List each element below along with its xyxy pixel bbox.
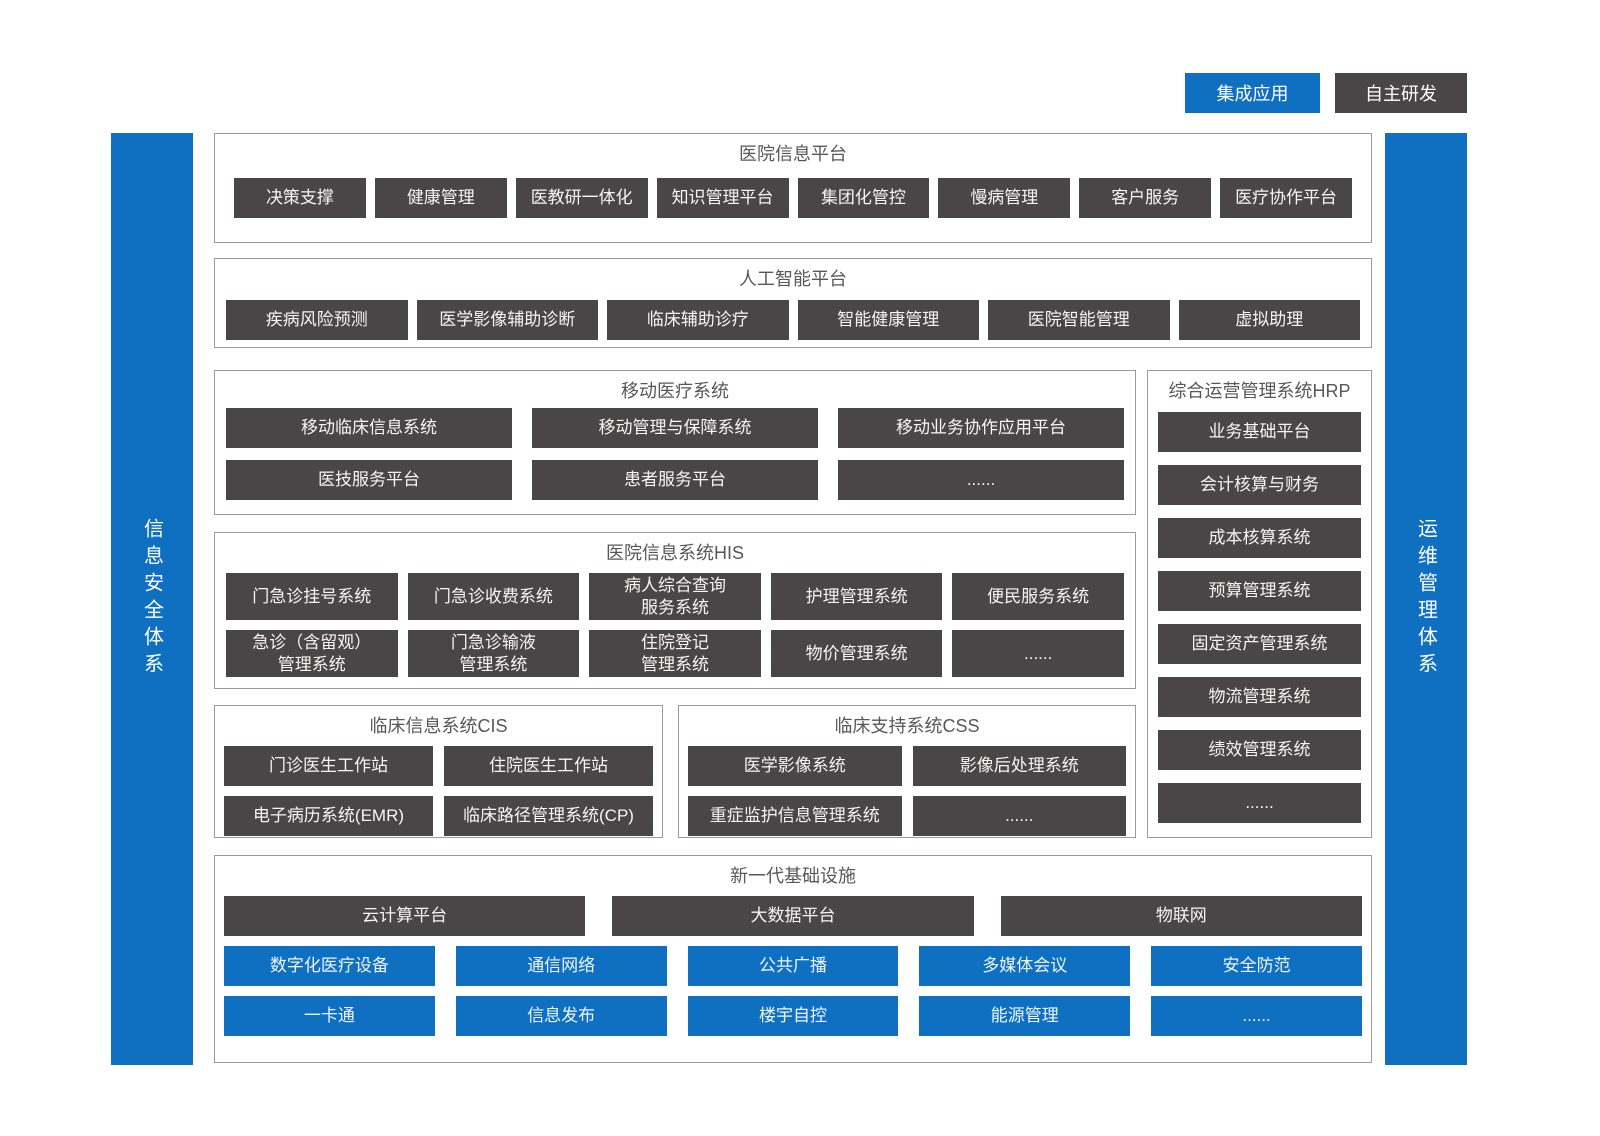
info-security-label: 信息安全体系 (140, 518, 163, 680)
module-row: 电子病历系统(EMR) 临床路径管理系统(CP) (215, 796, 662, 836)
module-box: ...... (1158, 783, 1361, 823)
section-hospital-info-platform: 医院信息平台 决策支撑 健康管理 医教研一体化 知识管理平台 集团化管控 慢病管… (214, 133, 1372, 243)
module-row: 急诊（含留观） 管理系统 门急诊输液 管理系统 住院登记 管理系统 物价管理系统… (215, 630, 1135, 677)
module-box: 临床路径管理系统(CP) (444, 796, 653, 836)
module-box: 预算管理系统 (1158, 571, 1361, 611)
module-box: 住院登记 管理系统 (589, 630, 761, 677)
section-title: 新一代基础设施 (730, 866, 856, 886)
module-box: ...... (912, 796, 1126, 836)
module-row: 数字化医疗设备 通信网络 公共广播 多媒体会议 安全防范 (215, 946, 1371, 986)
module-box: 门急诊收费系统 (407, 573, 580, 620)
module-box: 健康管理 (374, 178, 507, 218)
module-box: 信息发布 (455, 996, 667, 1036)
section-ai-platform: 人工智能平台 疾病风险预测 医学影像辅助诊断 临床辅助诊疗 智能健康管理 医院智… (214, 258, 1372, 348)
module-box: 疾病风险预测 (226, 300, 408, 340)
module-box: 固定资产管理系统 (1158, 624, 1361, 664)
info-security-bar: 信息安全体系 (111, 133, 193, 1065)
module-box: 医技服务平台 (226, 460, 512, 500)
module-box: 成本核算系统 (1158, 518, 1361, 558)
module-row: 疾病风险预测 医学影像辅助诊断 临床辅助诊疗 智能健康管理 医院智能管理 虚拟助… (215, 300, 1371, 340)
module-box: 护理管理系统 (770, 573, 943, 620)
module-box: 医学影像系统 (688, 746, 902, 786)
module-row: 移动临床信息系统 移动管理与保障系统 移动业务协作应用平台 (215, 408, 1135, 448)
module-box: 通信网络 (455, 946, 667, 986)
module-row: 医技服务平台 患者服务平台 ...... (215, 460, 1135, 500)
section-title: 移动医疗系统 (621, 381, 729, 401)
module-box: 慢病管理 (938, 178, 1071, 218)
module-box: 集团化管控 (797, 178, 930, 218)
module-box: 一卡通 (224, 996, 435, 1036)
ops-management-bar: 运维管理体系 (1385, 133, 1467, 1065)
module-row: 决策支撑 健康管理 医教研一体化 知识管理平台 集团化管控 慢病管理 客户服务 … (215, 178, 1371, 218)
module-box: 门急诊输液 管理系统 (407, 630, 580, 677)
section-infrastructure: 新一代基础设施 云计算平台 大数据平台 物联网 数字化医疗设备 通信网络 公共广… (214, 855, 1372, 1063)
module-box: 决策支撑 (234, 178, 366, 218)
section-title: 综合运营管理系统HRP (1168, 381, 1351, 401)
module-row: 云计算平台 大数据平台 物联网 (215, 896, 1371, 936)
module-box: 大数据平台 (612, 896, 974, 936)
module-row: 医学影像系统 影像后处理系统 (679, 746, 1135, 786)
module-box: ...... (838, 460, 1124, 500)
module-box: 影像后处理系统 (912, 746, 1126, 786)
legend-integrated-chip: 集成应用 (1185, 73, 1320, 113)
module-box: 会计核算与财务 (1158, 465, 1361, 505)
module-box: 急诊（含留观） 管理系统 (226, 630, 398, 677)
section-hrp: 综合运营管理系统HRP 业务基础平台 会计核算与财务 成本核算系统 预算管理系统… (1147, 370, 1372, 838)
module-box: 虚拟助理 (1178, 300, 1360, 340)
module-box: 绩效管理系统 (1158, 730, 1361, 770)
module-column: 业务基础平台 会计核算与财务 成本核算系统 预算管理系统 固定资产管理系统 物流… (1148, 402, 1371, 823)
section-cis: 临床信息系统CIS 门诊医生工作站 住院医生工作站 电子病历系统(EMR) 临床… (214, 705, 663, 838)
module-box: 能源管理 (919, 996, 1131, 1036)
module-box: 医院智能管理 (988, 300, 1170, 340)
module-box: 移动管理与保障系统 (532, 408, 818, 448)
module-box: 医教研一体化 (515, 178, 648, 218)
module-box: 病人综合查询 服务系统 (589, 573, 761, 620)
module-box: 患者服务平台 (532, 460, 818, 500)
module-box: 客户服务 (1079, 178, 1212, 218)
section-title: 人工智能平台 (739, 269, 847, 289)
module-box: 楼宇自控 (687, 996, 899, 1036)
module-box: 医学影像辅助诊断 (416, 300, 598, 340)
module-row: 重症监护信息管理系统 ...... (679, 796, 1135, 836)
module-box: 物价管理系统 (770, 630, 943, 677)
module-box: 智能健康管理 (797, 300, 979, 340)
module-box: 物流管理系统 (1158, 677, 1361, 717)
ops-management-label: 运维管理体系 (1414, 518, 1437, 680)
module-row: 门急诊挂号系统 门急诊收费系统 病人综合查询 服务系统 护理管理系统 便民服务系… (215, 573, 1135, 620)
module-box: 安全防范 (1151, 946, 1362, 986)
module-box: ...... (1151, 996, 1362, 1036)
section-title: 临床支持系统CSS (834, 716, 980, 736)
module-box: 医疗协作平台 (1220, 178, 1352, 218)
module-box: 门诊医生工作站 (224, 746, 433, 786)
section-title: 医院信息系统HIS (605, 543, 744, 563)
module-box: 临床辅助诊疗 (607, 300, 789, 340)
section-title: 医院信息平台 (739, 144, 847, 164)
module-box: 云计算平台 (224, 896, 586, 936)
section-mobile-medical: 移动医疗系统 移动临床信息系统 移动管理与保障系统 移动业务协作应用平台 医技服… (214, 370, 1136, 515)
module-box: 重症监护信息管理系统 (688, 796, 902, 836)
module-row: 一卡通 信息发布 楼宇自控 能源管理 ...... (215, 996, 1371, 1036)
module-box: 公共广播 (687, 946, 899, 986)
module-box: 电子病历系统(EMR) (224, 796, 433, 836)
module-box: 业务基础平台 (1158, 412, 1361, 452)
module-box: 便民服务系统 (952, 573, 1124, 620)
module-box: 物联网 (1000, 896, 1362, 936)
module-box: 门急诊挂号系统 (226, 573, 398, 620)
section-his: 医院信息系统HIS 门急诊挂号系统 门急诊收费系统 病人综合查询 服务系统 护理… (214, 532, 1136, 689)
module-box: 多媒体会议 (919, 946, 1131, 986)
module-box: 知识管理平台 (656, 178, 789, 218)
module-box: 移动业务协作应用平台 (838, 408, 1124, 448)
section-title: 临床信息系统CIS (369, 716, 508, 736)
section-css: 临床支持系统CSS 医学影像系统 影像后处理系统 重症监护信息管理系统 ....… (678, 705, 1136, 838)
module-box: ...... (952, 630, 1124, 677)
module-box: 数字化医疗设备 (224, 946, 435, 986)
module-box: 住院医生工作站 (444, 746, 653, 786)
module-box: 移动临床信息系统 (226, 408, 512, 448)
module-row: 门诊医生工作站 住院医生工作站 (215, 746, 662, 786)
legend-self-developed-chip: 自主研发 (1335, 73, 1467, 113)
